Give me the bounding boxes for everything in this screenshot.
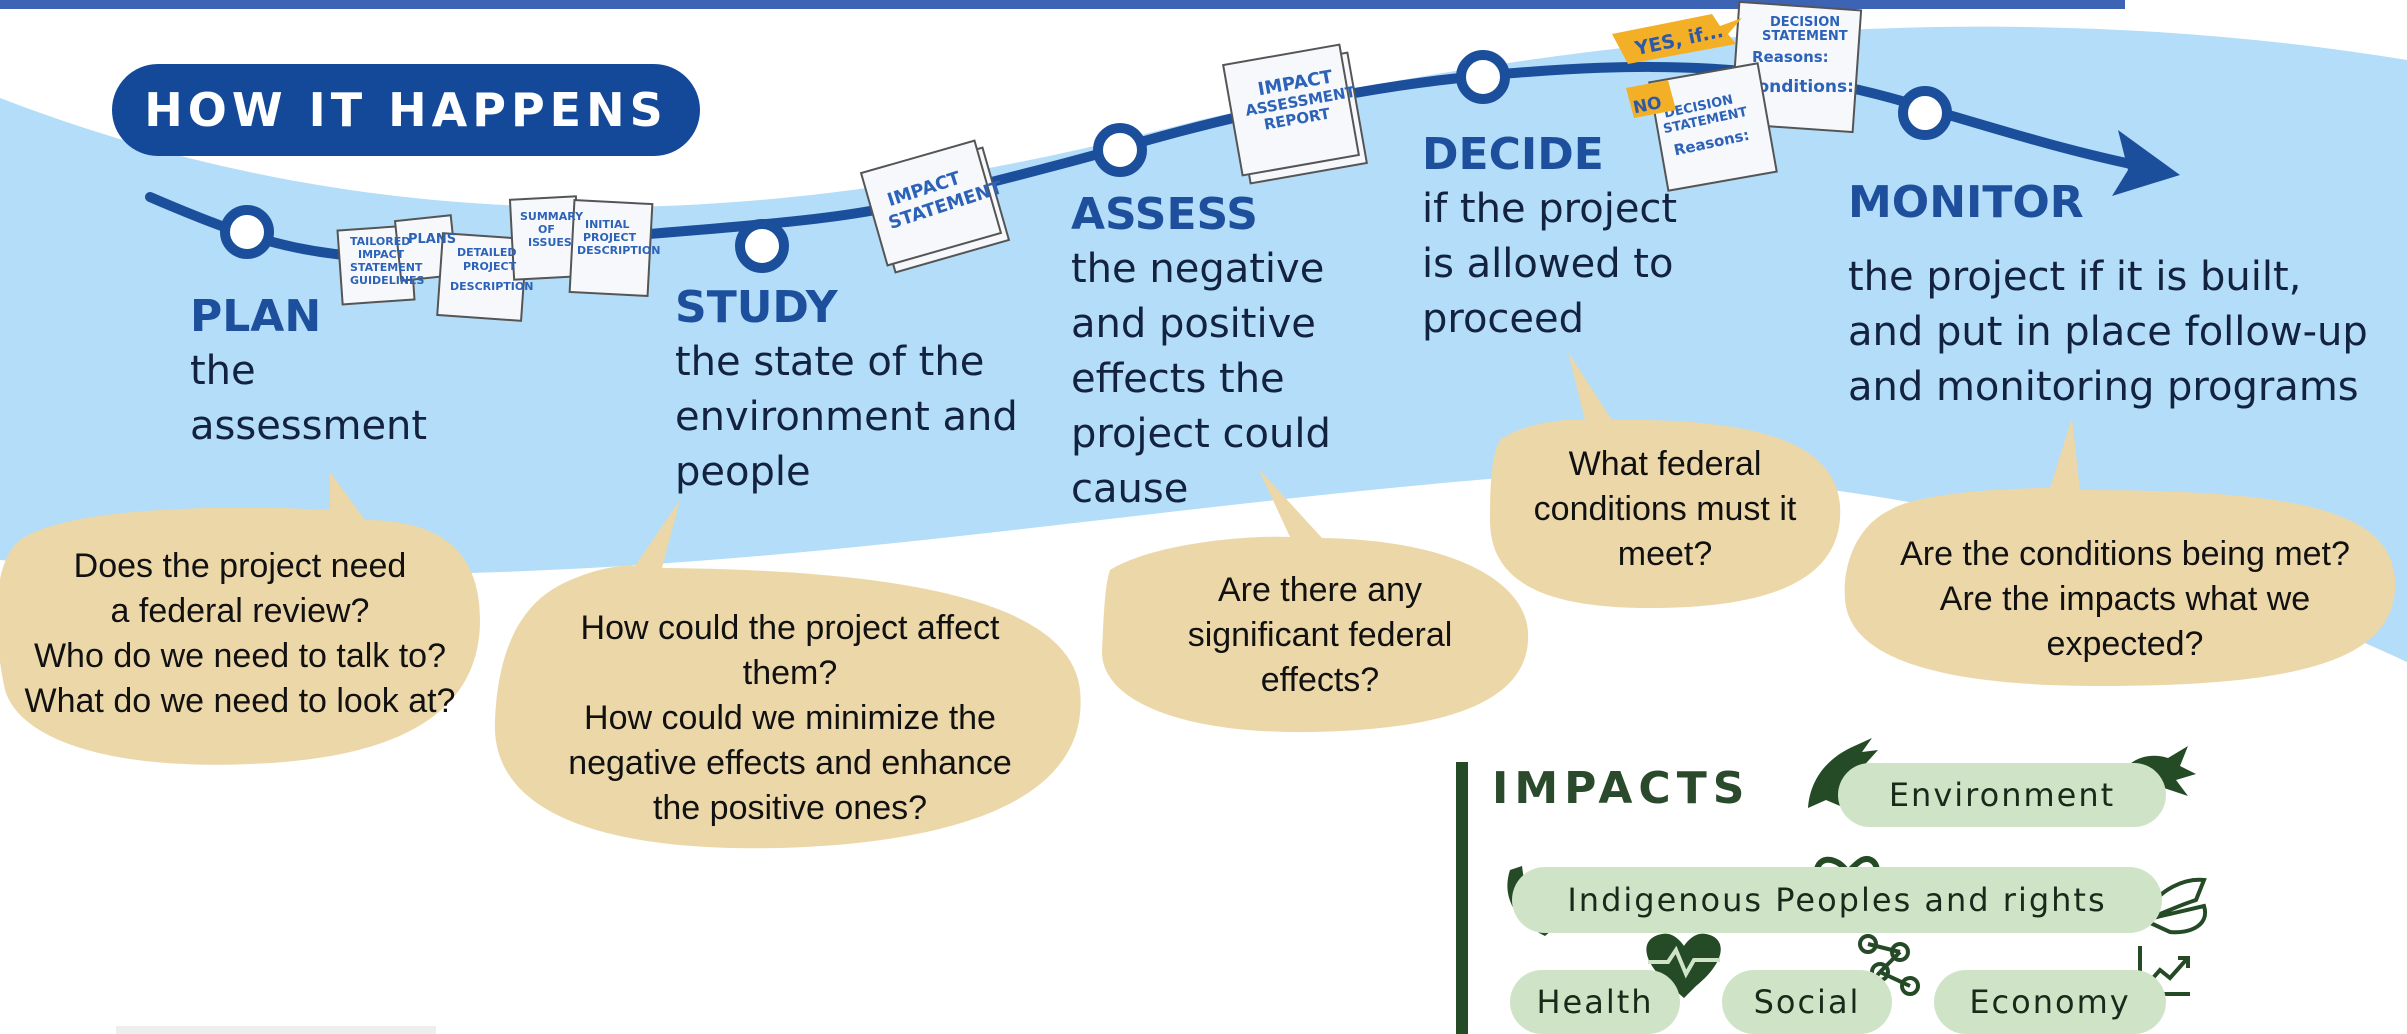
- svg-text:ISSUES: ISSUES: [528, 236, 572, 249]
- top-rule: [0, 0, 2125, 9]
- arrow-head-icon: [2112, 130, 2180, 196]
- assess-node: [1093, 123, 1147, 177]
- stage-assess-text: the negative and positive effects the pr…: [1071, 246, 1331, 512]
- svg-text:GUIDELINES: GUIDELINES: [350, 274, 425, 287]
- stage-study: STUDY the state of the environment and p…: [675, 281, 1035, 500]
- bubble-assess-shape: [1101, 468, 1529, 733]
- svg-text:STATEMENT: STATEMENT: [350, 261, 423, 274]
- svg-text:OF: OF: [538, 223, 555, 236]
- svg-text:PLANS: PLANS: [408, 232, 456, 247]
- question-bubble-monitor: Are the conditions being met? Are the im…: [1900, 535, 2350, 663]
- stage-monitor-heading: MONITOR: [1848, 177, 2084, 228]
- impact-health: Health: [1510, 970, 1680, 1034]
- stage-decide-text: if the project is allowed to proceed: [1422, 186, 1678, 342]
- bubble-decide-shape: [1490, 352, 1841, 608]
- study-node: [735, 219, 789, 273]
- impact-indigenous-rights: Indigenous Peoples and rights: [1512, 867, 2162, 933]
- stage-plan: PLAN the assessment: [190, 290, 510, 454]
- stage-plan-heading: PLAN: [190, 291, 322, 342]
- monitor-node: [1898, 86, 1952, 140]
- doc-initial-project: [568, 198, 654, 298]
- yes-flag-icon: [1612, 14, 1742, 64]
- svg-text:DESCRIPTION: DESCRIPTION: [577, 244, 660, 257]
- stage-study-text: the state of the environment and people: [675, 339, 1018, 495]
- svg-text:STATEMENT: STATEMENT: [1762, 29, 1848, 44]
- stage-monitor-text: the project if it is built, and put in p…: [1848, 254, 2368, 410]
- stage-study-heading: STUDY: [675, 282, 838, 333]
- svg-text:Reasons:: Reasons:: [1752, 48, 1829, 66]
- impact-statement-document: IMPACT STATEMENT: [859, 139, 1011, 274]
- heart-rate-line: [1648, 945, 1720, 979]
- light-blue-band: [0, 26, 2407, 662]
- plan-node: [220, 205, 274, 259]
- impact-social: Social: [1722, 970, 1892, 1034]
- stage-assess-heading: ASSESS: [1071, 189, 1258, 240]
- svg-text:DESCRIPTION: DESCRIPTION: [450, 280, 533, 293]
- svg-text:DECISION: DECISION: [1770, 15, 1840, 30]
- impact-environment: Environment: [1838, 763, 2166, 827]
- svg-text:IMPACT: IMPACT: [358, 248, 405, 261]
- stage-monitor: MONITOR the project if it is built, and …: [1848, 176, 2407, 415]
- stage-plan-text: the assessment: [190, 348, 428, 449]
- svg-text:DETAILED: DETAILED: [457, 246, 517, 259]
- question-bubble-assess: Are there any significant federal effect…: [1187, 571, 1453, 699]
- decide-node: [1456, 50, 1510, 104]
- bubble-study-shape: [494, 500, 1081, 849]
- svg-text:PROJECT: PROJECT: [463, 260, 517, 273]
- question-bubble-plan: Does the project need a federal review? …: [24, 547, 456, 720]
- decision-documents: DECISION STATEMENT Reasons: Conditions: …: [1612, 0, 1863, 192]
- impact-economy: Economy: [1934, 970, 2166, 1034]
- stage-assess: ASSESS the negative and positive effects…: [1071, 188, 1401, 517]
- plan-documents: TAILORED IMPACT STATEMENT GUIDELINES PLA…: [336, 195, 660, 322]
- bubble-plan-shape: [0, 472, 480, 765]
- impact-assessment-report-document: IMPACT ASSESSMENT REPORT: [1222, 43, 1368, 185]
- svg-text:INITIAL: INITIAL: [585, 218, 630, 231]
- svg-text:PROJECT: PROJECT: [583, 231, 637, 244]
- question-bubble-decide: What federal conditions must it meet?: [1533, 445, 1797, 573]
- svg-text:TAILORED: TAILORED: [350, 235, 410, 248]
- no-flag-icon: [1626, 80, 1676, 118]
- svg-text:SUMMARY: SUMMARY: [520, 210, 584, 223]
- stage-decide-heading: DECIDE: [1422, 129, 1604, 180]
- how-it-happens-title: HOW IT HAPPENS: [112, 64, 700, 156]
- eagle-icon: [1808, 738, 1878, 808]
- decision-statement-no-doc: [1648, 62, 1778, 192]
- svg-text:Conditions:: Conditions:: [1745, 77, 1854, 97]
- impacts-title: IMPACTS: [1492, 763, 1751, 814]
- ulu-knife-icon: [2137, 877, 2208, 935]
- impacts-side-bar: [1456, 762, 1468, 1034]
- stage-decide: DECIDE if the project is allowed to proc…: [1422, 128, 1752, 347]
- footer-placeholder-bar: [116, 1026, 436, 1034]
- question-bubble-study: How could the project affect them? How c…: [568, 609, 1012, 827]
- bubble-monitor-shape: [1844, 418, 2396, 686]
